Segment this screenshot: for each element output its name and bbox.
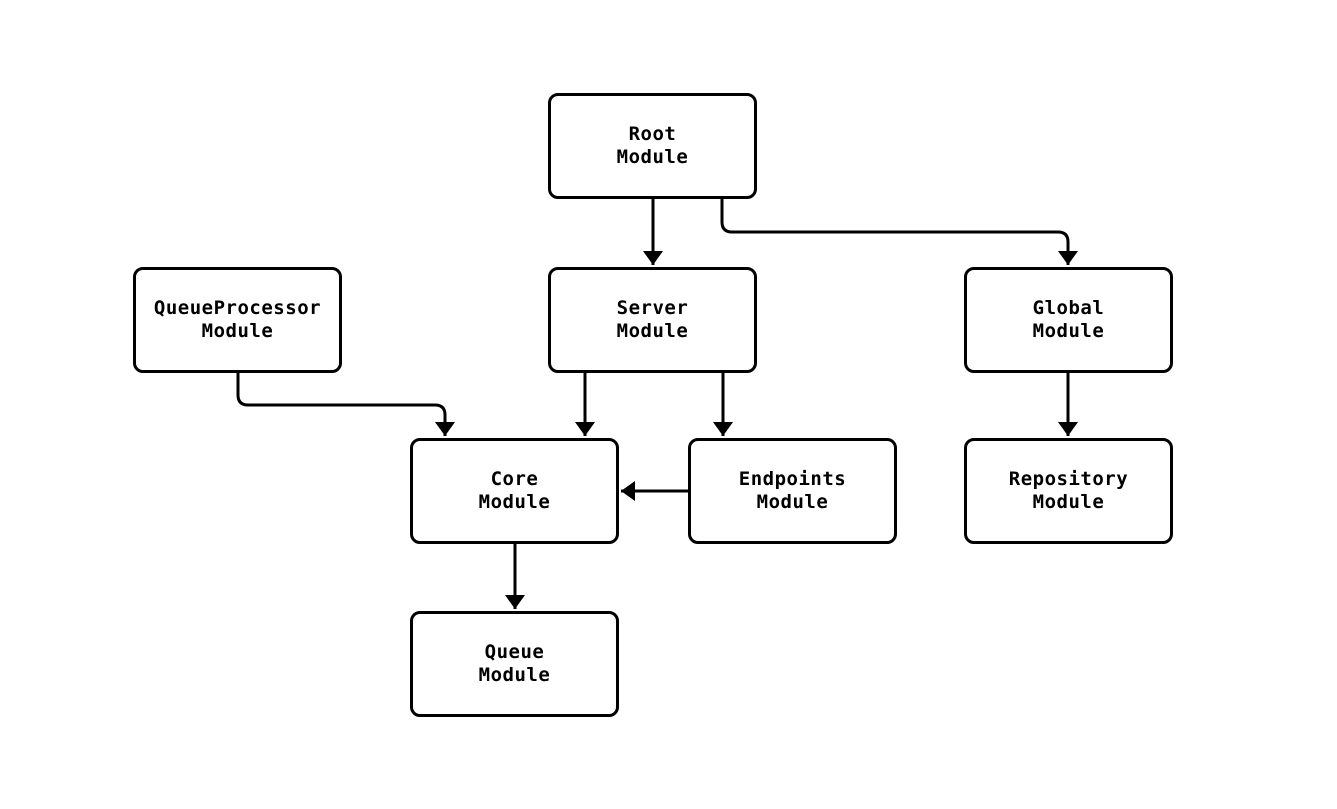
node-label-line1: Endpoints <box>738 468 847 490</box>
node-repository-module: Repository Module <box>964 438 1173 544</box>
node-label-line2: Module <box>616 146 689 168</box>
node-label-line2: Module <box>1032 320 1105 342</box>
node-label-line2: Module <box>478 491 551 513</box>
node-label-line1: Repository <box>1008 468 1129 490</box>
node-label-line2: Module <box>756 491 829 513</box>
edge-root-to-global <box>720 199 1078 265</box>
node-root-module: Root Module <box>548 93 757 199</box>
node-server-module: Server Module <box>548 267 757 373</box>
node-label-line1: Queue <box>484 641 545 663</box>
node-label-line1: Root <box>628 123 677 145</box>
node-label-line1: QueueProcessor <box>153 297 322 319</box>
node-queue-module: Queue Module <box>410 611 619 717</box>
node-label-line2: Module <box>201 320 274 342</box>
edge-queueprocessor-to-core <box>236 373 455 436</box>
node-global-module: Global Module <box>964 267 1173 373</box>
node-label-line1: Server <box>616 297 689 319</box>
node-label-line2: Module <box>1032 491 1105 513</box>
node-queueprocessor-module: QueueProcessor Module <box>133 267 342 373</box>
node-label-line1: Global <box>1032 297 1105 319</box>
node-label-line1: Core <box>490 468 539 490</box>
node-label-line2: Module <box>616 320 689 342</box>
node-core-module: Core Module <box>410 438 619 544</box>
node-label-line2: Module <box>478 664 551 686</box>
node-endpoints-module: Endpoints Module <box>688 438 897 544</box>
